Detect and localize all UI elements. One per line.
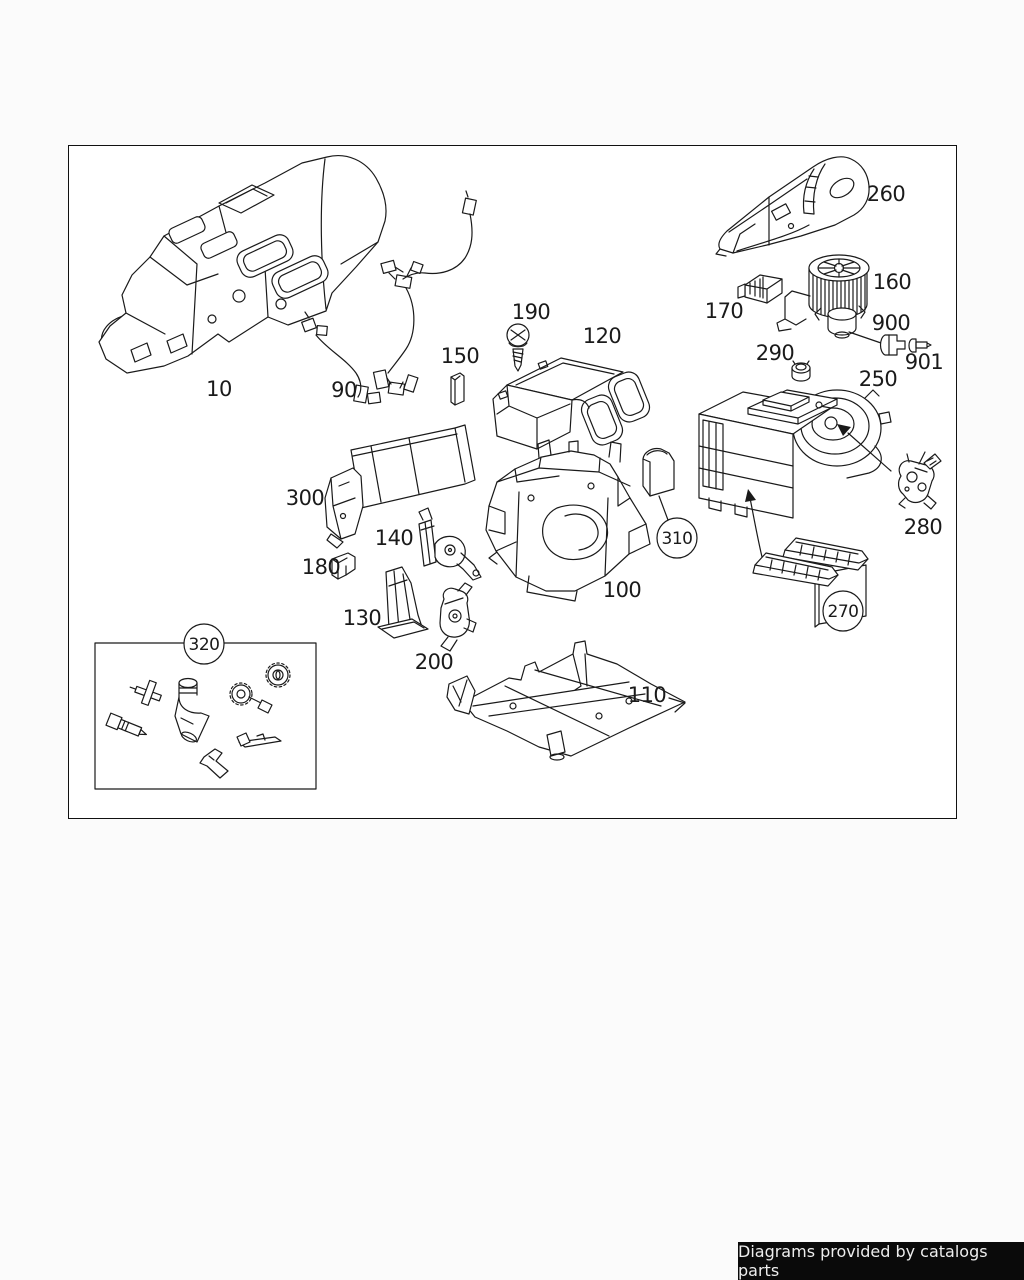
part-280-actuator-drawing (897, 451, 942, 510)
part-label-170: 170 (705, 299, 744, 323)
part-110-mounting-frame-drawing (446, 640, 686, 761)
balloon-label-270: 270 (828, 602, 859, 622)
part-250-rear-unit-drawing (698, 389, 892, 519)
part-label-300: 300 (286, 486, 325, 510)
balloon-label-310: 310 (662, 529, 693, 549)
part-label-250: 250 (859, 367, 898, 391)
part-label-10: 10 (206, 377, 232, 401)
part-90-wiring-harness-drawing (301, 190, 477, 405)
part-label-900: 900 (872, 311, 911, 335)
pointer-arrows (745, 424, 892, 562)
watermark-bar: Diagrams provided by catalogs parts (738, 1242, 1024, 1280)
part-label-290: 290 (756, 341, 795, 365)
part-150-cover-drawing (450, 372, 465, 406)
part-130-duct-drawing (377, 566, 429, 639)
part-190-screw-drawing (506, 323, 530, 372)
part-label-140: 140 (375, 526, 414, 550)
part-balloon-310: 310 (656, 517, 698, 559)
part-200-actuator-drawing (439, 582, 477, 652)
part-label-110: 110 (628, 683, 667, 707)
part-label-200: 200 (415, 650, 454, 674)
part-100-heater-box-drawing (485, 439, 651, 602)
part-label-901: 901 (905, 350, 944, 374)
part-label-150: 150 (441, 344, 480, 368)
part-number-labels: 10 90 150 190 120 170 260 160 900 901 29… (206, 182, 944, 707)
part-balloon-270: 270 (822, 590, 864, 632)
parts-diagram-frame: 310 270 320 10 90 150 190 120 170 260 16… (68, 145, 957, 819)
part-10-heater-unit-drawing (98, 155, 387, 374)
balloon-label-320: 320 (189, 635, 220, 655)
part-900-connector-drawing (879, 334, 906, 356)
parts-diagram: 310 270 320 10 90 150 190 120 170 260 16… (94, 155, 944, 790)
part-label-160: 160 (873, 270, 912, 294)
part-label-90: 90 (331, 378, 357, 402)
part-901-screw-drawing (908, 338, 932, 353)
part-label-190: 190 (512, 300, 551, 324)
part-label-180: 180 (302, 555, 341, 579)
part-label-100: 100 (603, 578, 642, 602)
part-120-air-distributor-drawing (492, 357, 651, 450)
part-balloon-320: 320 (183, 623, 225, 665)
part-170-regulator-drawing (737, 274, 783, 304)
part-label-260: 260 (867, 182, 906, 206)
watermark-text: Diagrams provided by catalogs parts (738, 1242, 988, 1280)
part-label-130: 130 (343, 606, 382, 630)
part-300-cover-panel-drawing (324, 424, 476, 549)
part-140-linkage-drawing (418, 507, 482, 581)
part-310-pad-drawing (642, 447, 675, 521)
part-260-cover-shell-drawing (715, 156, 870, 257)
part-label-280: 280 (904, 515, 943, 539)
part-180-clip-drawing (331, 552, 356, 580)
part-290-grommet-drawing (791, 360, 811, 382)
part-320-hardware-kit-drawing (94, 642, 317, 790)
part-label-120: 120 (583, 324, 622, 348)
part-160-blower-motor-drawing (776, 254, 882, 344)
